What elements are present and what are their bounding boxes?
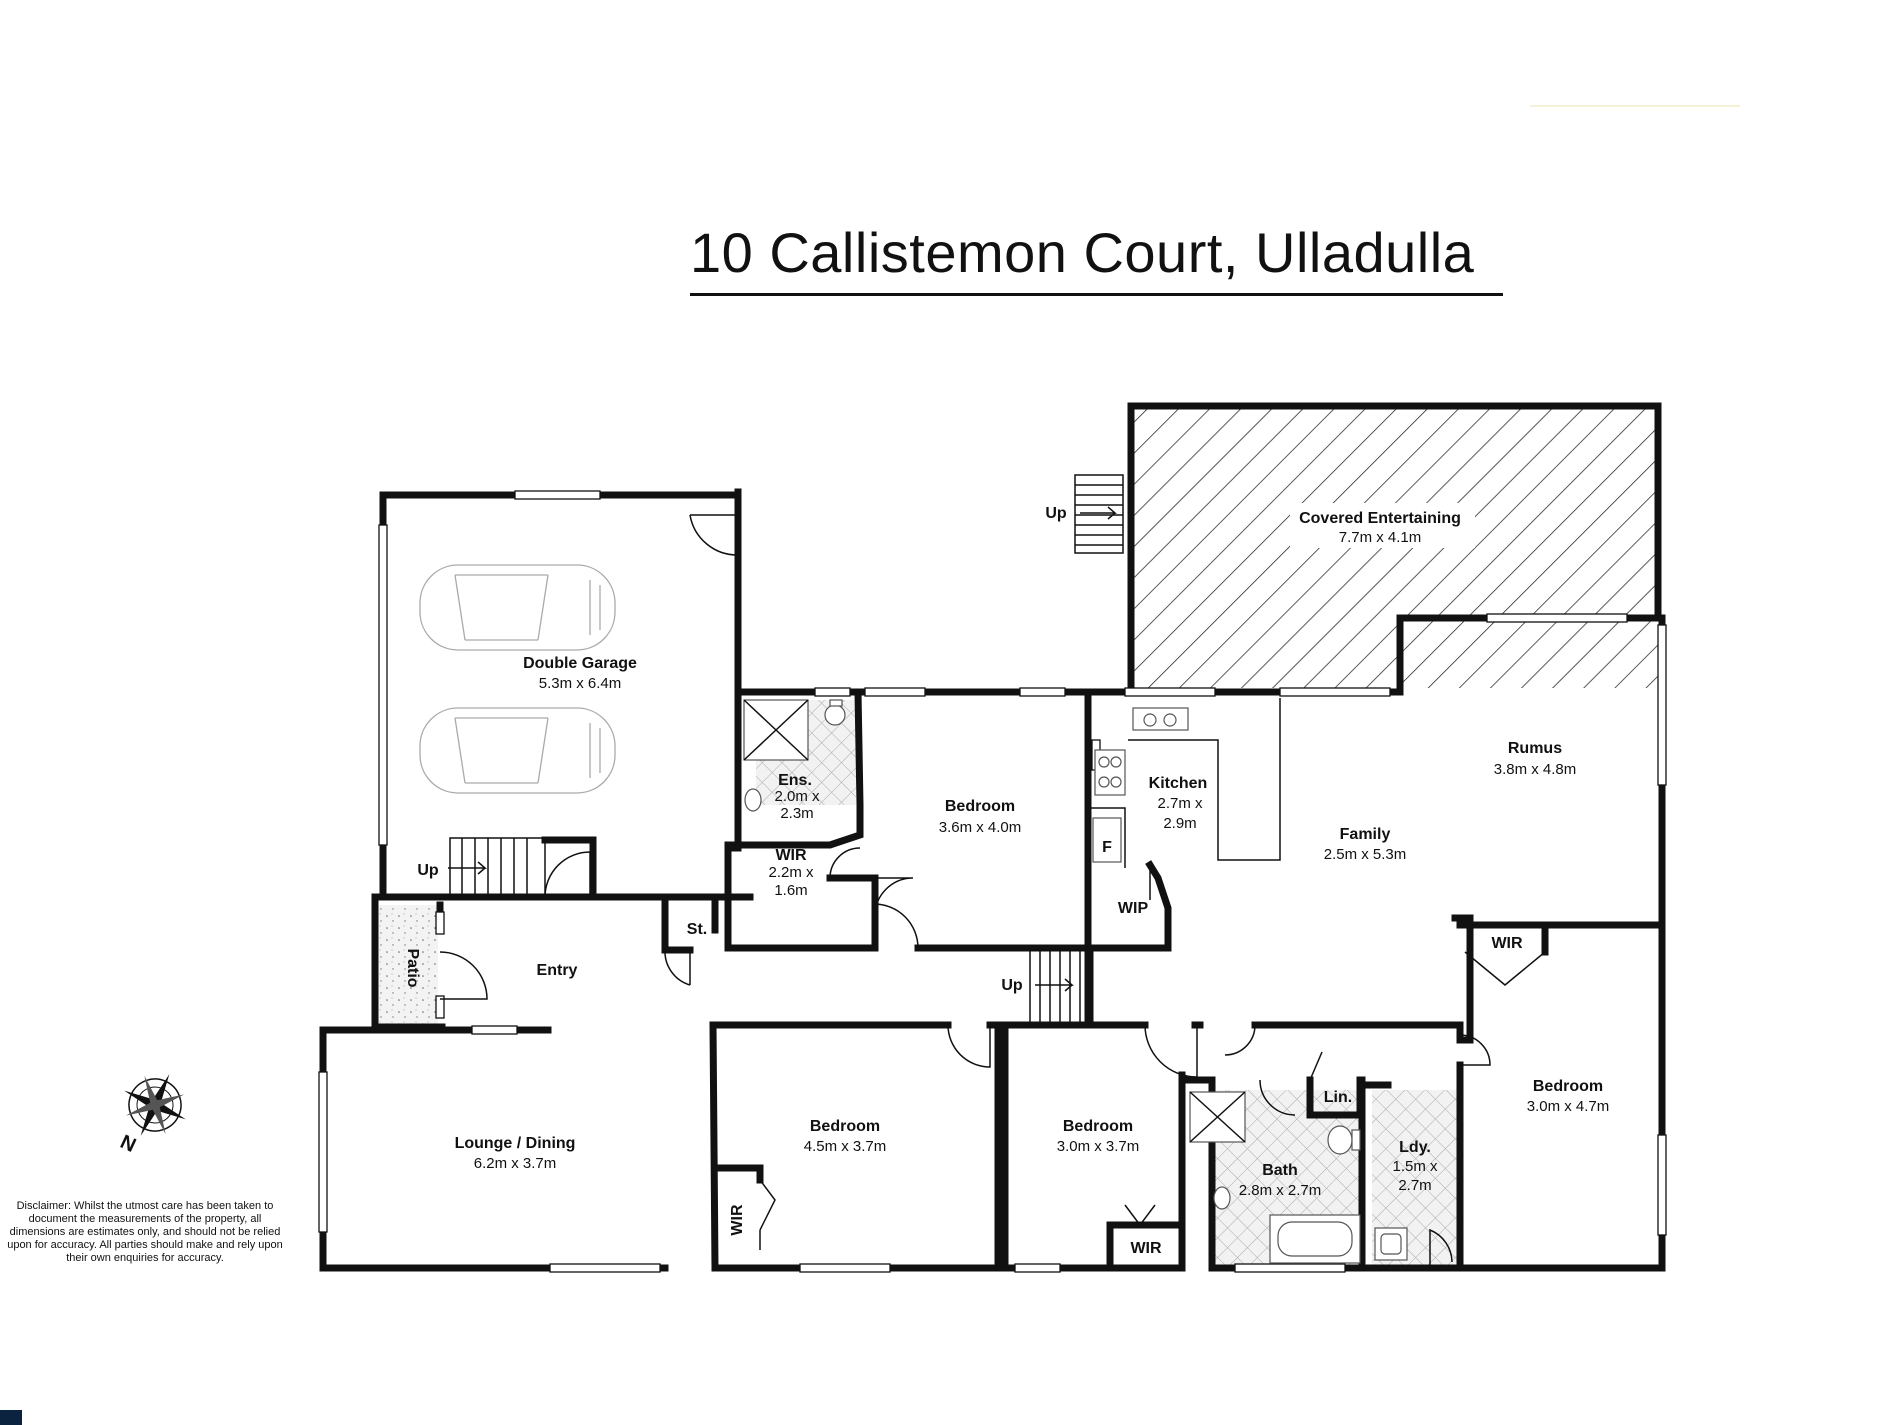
title-underline <box>690 293 1503 296</box>
corner-marker <box>0 1410 22 1425</box>
fridge-name: F <box>1102 839 1112 856</box>
covered-entertaining-label-bg <box>1290 503 1475 548</box>
laundry-size-2: 2.7m <box>1398 1177 1431 1194</box>
stairs-up-covered: Up <box>1045 505 1067 522</box>
room-labels: Double Garage 5.3m x 6.4m Covered Entert… <box>404 505 1609 1257</box>
wir-main-size-1: 2.2m x <box>768 864 814 881</box>
bedroom-main-size: 3.6m x 4.0m <box>939 819 1022 836</box>
ensuite-size-1: 2.0m x <box>774 788 820 805</box>
bath-size: 2.8m x 2.7m <box>1239 1182 1322 1199</box>
plan-title: 10 Callistemon Court, Ulladulla <box>690 221 1475 284</box>
bedroom-3-name: Bedroom <box>1063 1118 1133 1135</box>
bedroom-4-name: Bedroom <box>1533 1078 1603 1095</box>
patio-name: Patio <box>404 948 421 987</box>
linen-name: Lin. <box>1324 1089 1352 1106</box>
top-accent-line <box>1530 105 1740 107</box>
bedroom-3-size: 3.0m x 3.7m <box>1057 1138 1140 1155</box>
lounge-size: 6.2m x 3.7m <box>474 1155 557 1172</box>
kitchen-name: Kitchen <box>1149 775 1208 792</box>
wir-bed2-name: WIR <box>729 1204 746 1236</box>
wir-bed3-name: WIR <box>1130 1240 1162 1257</box>
bathroom-fixtures <box>743 699 1408 1264</box>
windows <box>318 490 1667 1273</box>
stairs-up-family: Up <box>1001 977 1023 994</box>
kitchen-fixtures <box>1088 698 1281 868</box>
ensuite-name: Ens. <box>778 772 812 789</box>
kitchen-size-1: 2.7m x <box>1157 795 1203 812</box>
rumus-size: 3.8m x 4.8m <box>1494 761 1577 778</box>
wir-main-size-2: 1.6m <box>774 882 807 899</box>
stairs-up-garage: Up <box>417 862 439 879</box>
family-size: 2.5m x 5.3m <box>1324 846 1407 863</box>
bedroom-2-size: 4.5m x 3.7m <box>804 1138 887 1155</box>
wir-main-name: WIR <box>775 847 807 864</box>
bedroom-4-size: 3.0m x 4.7m <box>1527 1098 1610 1115</box>
garage-size: 5.3m x 6.4m <box>539 675 622 692</box>
laundry-name: Ldy. <box>1399 1139 1431 1156</box>
patio-floor <box>376 905 438 1027</box>
lounge-name: Lounge / Dining <box>455 1135 576 1152</box>
bath-name: Bath <box>1262 1162 1298 1179</box>
wip-name: WIP <box>1118 900 1149 917</box>
covered-size: 7.7m x 4.1m <box>1339 529 1422 546</box>
rumus-name: Rumus <box>1508 740 1562 757</box>
bedroom-2-name: Bedroom <box>810 1118 880 1135</box>
ensuite-size-2: 2.3m <box>780 805 813 822</box>
covered-name: Covered Entertaining <box>1299 510 1461 527</box>
entry-name: Entry <box>537 962 578 979</box>
store-name: St. <box>687 921 707 938</box>
compass-icon <box>124 1074 186 1136</box>
walls <box>319 402 1666 1272</box>
staircases <box>448 474 1124 1026</box>
disclaimer-text: Disclaimer: Whilst the utmost care has b… <box>7 1200 283 1264</box>
kitchen-size-2: 2.9m <box>1163 815 1196 832</box>
family-name: Family <box>1340 826 1391 843</box>
doors <box>439 514 1546 1268</box>
compass-north-label: N <box>117 1131 139 1157</box>
cars <box>419 564 616 794</box>
bedroom-main-name: Bedroom <box>945 798 1015 815</box>
garage-name: Double Garage <box>523 655 637 672</box>
wir-rumus-name: WIR <box>1491 935 1523 952</box>
laundry-size-1: 1.5m x <box>1392 1158 1438 1175</box>
